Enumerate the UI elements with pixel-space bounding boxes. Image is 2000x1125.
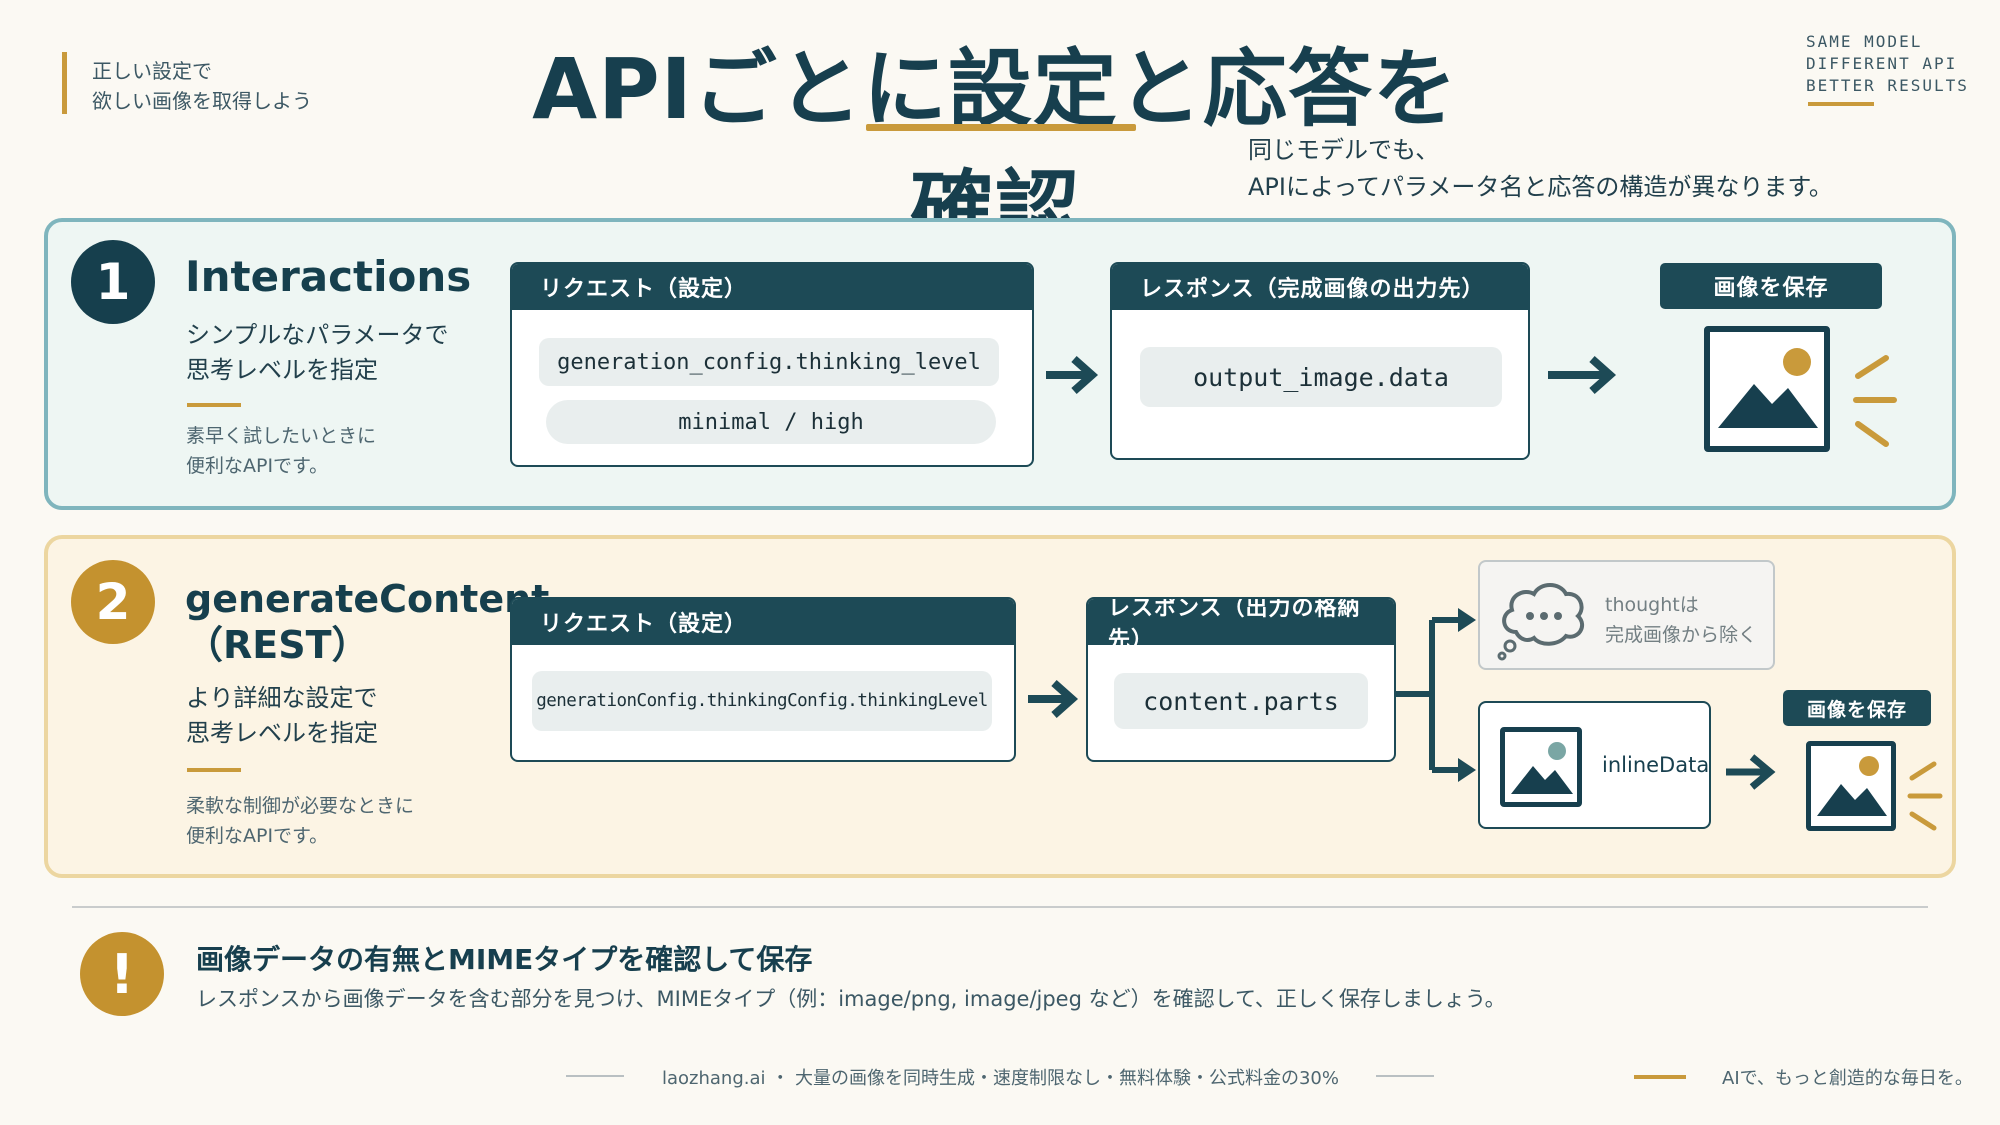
response-field: content.parts xyxy=(1114,673,1368,729)
api-note-line2: 便利なAPIです。 xyxy=(186,825,329,847)
thought-line2: 完成画像から除く xyxy=(1605,624,1758,646)
api-name-line2: （REST） xyxy=(185,623,370,667)
save-image-label: 画像を保存 xyxy=(1783,690,1931,726)
api-desc-line1: より詳細な設定で xyxy=(186,684,378,712)
mountain-icon xyxy=(1718,384,1818,428)
arrow-right-icon xyxy=(1548,356,1617,394)
corner-note-line3: BETTER RESULTS xyxy=(1806,76,1969,95)
warning-body: レスポンスから画像データを含む部分を見つけ、MIMEタイプ（例：image/pn… xyxy=(196,987,1506,1011)
section-number-1: 1 xyxy=(71,240,155,324)
response-card-header: レスポンス（完成画像の出力先） xyxy=(1112,264,1528,310)
arrow-right-icon xyxy=(1726,754,1776,790)
api-note-line2: 便利なAPIです。 xyxy=(186,455,329,477)
request-card-header: リクエスト（設定） xyxy=(512,264,1032,310)
sun-icon xyxy=(1548,742,1566,760)
inline-data-box: inlineData xyxy=(1478,701,1711,829)
api-desc-line1: シンプルなパラメータで xyxy=(186,321,449,349)
response-card-1: レスポンス（完成画像の出力先） output_image.data xyxy=(1110,262,1530,460)
api-note-1: 素早く試したいときに 便利なAPIです。 xyxy=(186,421,376,481)
request-card-1: リクエスト（設定） generation_config.thinking_lev… xyxy=(510,262,1034,467)
thought-note-text: thoughtは 完成画像から除く xyxy=(1605,590,1757,650)
request-card-2: リクエスト（設定） generationConfig.thinkingConfi… xyxy=(510,597,1016,762)
response-card-header: レスポンス（出力の格納先） xyxy=(1088,599,1394,653)
footer-rule-left xyxy=(566,1075,624,1077)
subtitle: 同じモデルでも、 APIによってパラメータ名と応答の構造が異なります。 xyxy=(1248,132,1833,206)
inline-data-label: inlineData xyxy=(1602,753,1710,777)
api-note-2: 柔軟な制御が必要なときに 便利なAPIです。 xyxy=(186,791,414,851)
request-card-header: リクエスト（設定） xyxy=(512,599,1014,645)
api-description-1: シンプルなパラメータで 思考レベルを指定 xyxy=(186,318,449,388)
response-card-2: レスポンス（出力の格納先） content.parts xyxy=(1086,597,1396,762)
sun-icon xyxy=(1783,348,1811,376)
api-name-interactions: Interactions xyxy=(185,252,472,301)
tagline-line2: 欲しい画像を取得しよう xyxy=(92,89,312,113)
corner-note-rule xyxy=(1808,102,1874,106)
footer-accent-rule xyxy=(1634,1075,1686,1079)
image-icon xyxy=(1806,741,1896,831)
image-icon xyxy=(1704,326,1830,452)
corner-note-line1: SAME MODEL xyxy=(1806,32,1923,51)
warning-title: 画像データの有無とMIMEタイプを確認して保存 xyxy=(196,943,813,976)
api-rule-2 xyxy=(187,768,241,772)
tagline: 正しい設定で 欲しい画像を取得しよう xyxy=(92,56,312,116)
footer-rule-right xyxy=(1376,1075,1434,1077)
api-desc-line2: 思考レベルを指定 xyxy=(186,719,378,747)
param-field: generationConfig.thinkingConfig.thinking… xyxy=(532,671,992,731)
thought-bubble-icon xyxy=(1497,583,1585,661)
section-number-2: 2 xyxy=(71,560,155,644)
warning-icon: ! xyxy=(80,932,164,1016)
title-underline xyxy=(866,124,1136,131)
api-rule-1 xyxy=(187,403,241,407)
save-image-label: 画像を保存 xyxy=(1660,263,1882,309)
sun-icon xyxy=(1859,756,1879,776)
tagline-line1: 正しい設定で xyxy=(92,59,212,83)
subtitle-line1: 同じモデルでも、 xyxy=(1248,136,1440,164)
tagline-accent-bar xyxy=(62,52,67,114)
api-note-line1: 柔軟な制御が必要なときに xyxy=(186,795,415,817)
thought-note-box: thoughtは 完成画像から除く xyxy=(1478,560,1775,670)
footer-center-text: laozhang.ai ・ 大量の画像を同時生成・速度制限なし・無料体験・公式料… xyxy=(662,1068,1339,1089)
mountain-icon xyxy=(1817,784,1887,816)
api-description-2: より詳細な設定で 思考レベルを指定 xyxy=(186,681,378,751)
api-note-line1: 素早く試したいときに xyxy=(186,425,377,447)
section-divider xyxy=(72,906,1928,908)
subtitle-line2: APIによってパラメータ名と応答の構造が異なります。 xyxy=(1248,173,1833,201)
api-name-generatecontent: generateContent （REST） xyxy=(185,576,549,668)
mountain-icon xyxy=(1511,766,1573,794)
shine-icon xyxy=(1907,761,1943,831)
branch-connector xyxy=(1394,608,1476,782)
api-name-line1: generateContent xyxy=(185,577,550,621)
param-values: minimal / high xyxy=(546,400,996,444)
corner-note: SAME MODEL DIFFERENT API BETTER RESULTS xyxy=(1806,31,1969,97)
param-field: generation_config.thinking_level xyxy=(539,338,999,386)
shine-icon xyxy=(1853,355,1897,447)
image-icon xyxy=(1500,727,1582,807)
arrow-right-icon xyxy=(1046,356,1099,394)
api-desc-line2: 思考レベルを指定 xyxy=(186,356,378,384)
corner-note-line2: DIFFERENT API xyxy=(1806,54,1958,73)
page-title: APIごとに設定と応答を確認 xyxy=(532,40,1458,259)
thought-line1: thoughtは xyxy=(1605,594,1699,616)
footer-right-text: AIで、もっと創造的な毎日を。 xyxy=(1722,1068,1973,1089)
response-field: output_image.data xyxy=(1140,347,1502,407)
arrow-right-icon xyxy=(1028,680,1079,718)
